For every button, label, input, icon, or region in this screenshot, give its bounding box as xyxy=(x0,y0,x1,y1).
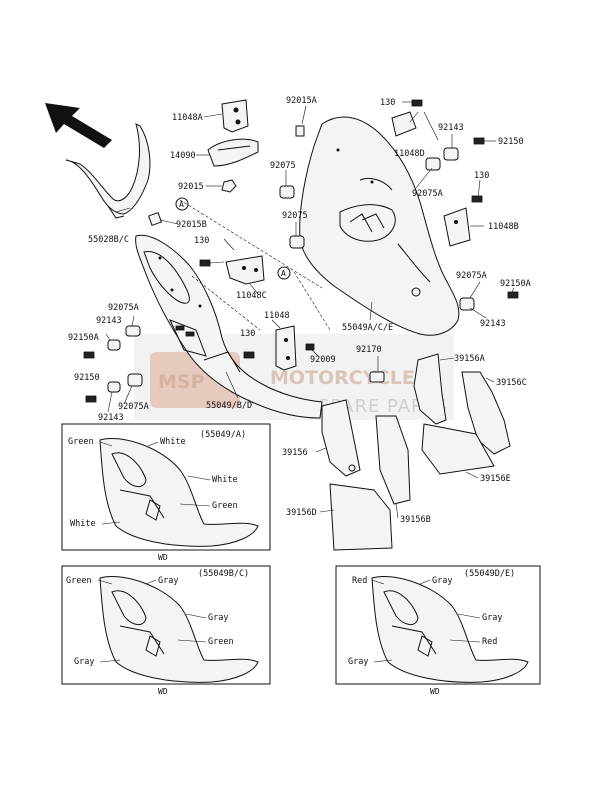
label-92075A-right2: 92075A xyxy=(456,271,487,281)
label-11048A: 11048A xyxy=(172,113,203,123)
panel-39156C xyxy=(461,371,511,455)
leader-lines xyxy=(105,101,515,519)
inset-c-c2: Gray xyxy=(432,576,452,586)
label-130-mid: 130 xyxy=(240,329,255,339)
panel-39156D xyxy=(329,483,393,551)
watermark-line2: SPARE PARTS xyxy=(318,396,448,417)
label-92075A-right: 92075A xyxy=(412,189,443,199)
label-39156A: 39156A xyxy=(454,354,485,364)
callout-a-mid-text: A xyxy=(281,269,286,278)
clip-92015B xyxy=(147,211,163,227)
label-39156E: 39156E xyxy=(480,474,511,484)
bracket-11048A xyxy=(221,99,249,133)
inset-c-c3: Gray xyxy=(482,613,502,623)
panel-39156E xyxy=(421,423,495,475)
inset-c-c5: Gray xyxy=(348,657,368,667)
duct-14090 xyxy=(207,138,259,167)
bracket-11048 xyxy=(243,325,315,371)
inset-b-code: (55049B/C) xyxy=(198,569,249,579)
callout-a-top: A xyxy=(175,197,189,211)
label-92143-left1: 92143 xyxy=(96,316,122,326)
label-92150A-right: 92150A xyxy=(500,279,531,289)
label-92150-top: 92150 xyxy=(498,137,524,147)
left-fairing-55049BD xyxy=(135,234,323,419)
inset-c-foot: WD xyxy=(430,687,440,696)
inner-cover-55028 xyxy=(65,123,151,219)
label-130-left: 130 xyxy=(194,236,209,246)
bolt-130-left xyxy=(199,259,225,267)
inset-a-c4: Green xyxy=(212,501,238,511)
grommet-92015 xyxy=(221,179,237,193)
label-55028: 55028B/C xyxy=(88,235,129,245)
callout-a-top-text: A xyxy=(179,200,184,209)
inset-55049BC: (55049B/C) Green Gray Gray Green Gray WD xyxy=(61,565,271,696)
inset-b-foot: WD xyxy=(158,687,168,696)
watermark-line1: MOTORCYCLE xyxy=(270,367,415,389)
right-fairing-55049ACE xyxy=(299,116,460,336)
label-92075-a: 92075 xyxy=(270,161,296,171)
label-55049ACE: 55049A/C/E xyxy=(342,323,393,333)
label-39156C: 39156C xyxy=(496,378,527,388)
inset-55049A: (55049/A) Green White White Green White … xyxy=(61,423,271,562)
inset-a-c2: White xyxy=(160,437,186,447)
inset-a-c5: White xyxy=(70,519,96,529)
inset-c-c4: Red xyxy=(482,637,497,647)
panel-39156A xyxy=(413,353,447,425)
label-11048: 11048 xyxy=(264,311,290,321)
label-92150A-left: 92150A xyxy=(68,333,99,343)
label-92015: 92015 xyxy=(178,182,204,192)
label-39156B: 39156B xyxy=(400,515,431,525)
label-11048B: 11048B xyxy=(488,222,519,232)
inset-b-c5: Gray xyxy=(74,657,94,667)
label-14090: 14090 xyxy=(170,151,196,161)
inset-a-c1: Green xyxy=(68,437,94,447)
watermark-logo: MSP xyxy=(158,371,205,393)
label-92150-left: 92150 xyxy=(74,373,100,383)
label-39156D: 39156D xyxy=(286,508,317,518)
label-11048D: 11048D xyxy=(394,149,425,159)
panel-39156 xyxy=(321,399,361,477)
front-direction-arrow xyxy=(45,103,112,148)
bracket-11048C xyxy=(225,255,265,285)
label-92143-right: 92143 xyxy=(480,319,506,329)
inset-b-c2: Gray xyxy=(158,576,178,586)
label-92009: 92009 xyxy=(310,355,336,365)
right-top-fasteners xyxy=(279,99,519,383)
inset-55049DE: (55049D/E) Red Gray Gray Red Gray WD xyxy=(335,565,541,696)
label-92015B: 92015B xyxy=(176,220,207,230)
label-92015A: 92015A xyxy=(286,96,317,106)
label-92075A-left1: 92075A xyxy=(108,303,139,313)
label-55049BD: 55049/B/D xyxy=(206,401,252,411)
label-130-right: 130 xyxy=(474,171,489,181)
inset-a-foot: WD xyxy=(158,553,168,562)
label-130-top: 130 xyxy=(380,98,395,108)
inset-a-code: (55049/A) xyxy=(200,430,246,440)
part-labels: 11048A 14090 92015 92015B 55028B/C 130 1… xyxy=(68,96,531,525)
label-39156: 39156 xyxy=(282,448,308,458)
left-fasteners xyxy=(83,325,143,403)
label-92075-b: 92075 xyxy=(282,211,308,221)
panel-39156B xyxy=(375,415,411,505)
label-11048C: 11048C xyxy=(236,291,267,301)
label-92075A-left2: 92075A xyxy=(118,402,149,412)
callout-a-mid: A xyxy=(277,266,291,280)
label-92170: 92170 xyxy=(356,345,382,355)
inset-a-c3: White xyxy=(212,475,238,485)
inset-b-c1: Green xyxy=(66,576,92,586)
label-92143-left2: 92143 xyxy=(98,413,124,423)
label-92143-top: 92143 xyxy=(438,123,464,133)
inset-c-c1: Red xyxy=(352,576,367,586)
inset-c-code: (55049D/E) xyxy=(464,569,515,579)
inset-b-c3: Gray xyxy=(208,613,228,623)
inset-b-c4: Green xyxy=(208,637,234,647)
